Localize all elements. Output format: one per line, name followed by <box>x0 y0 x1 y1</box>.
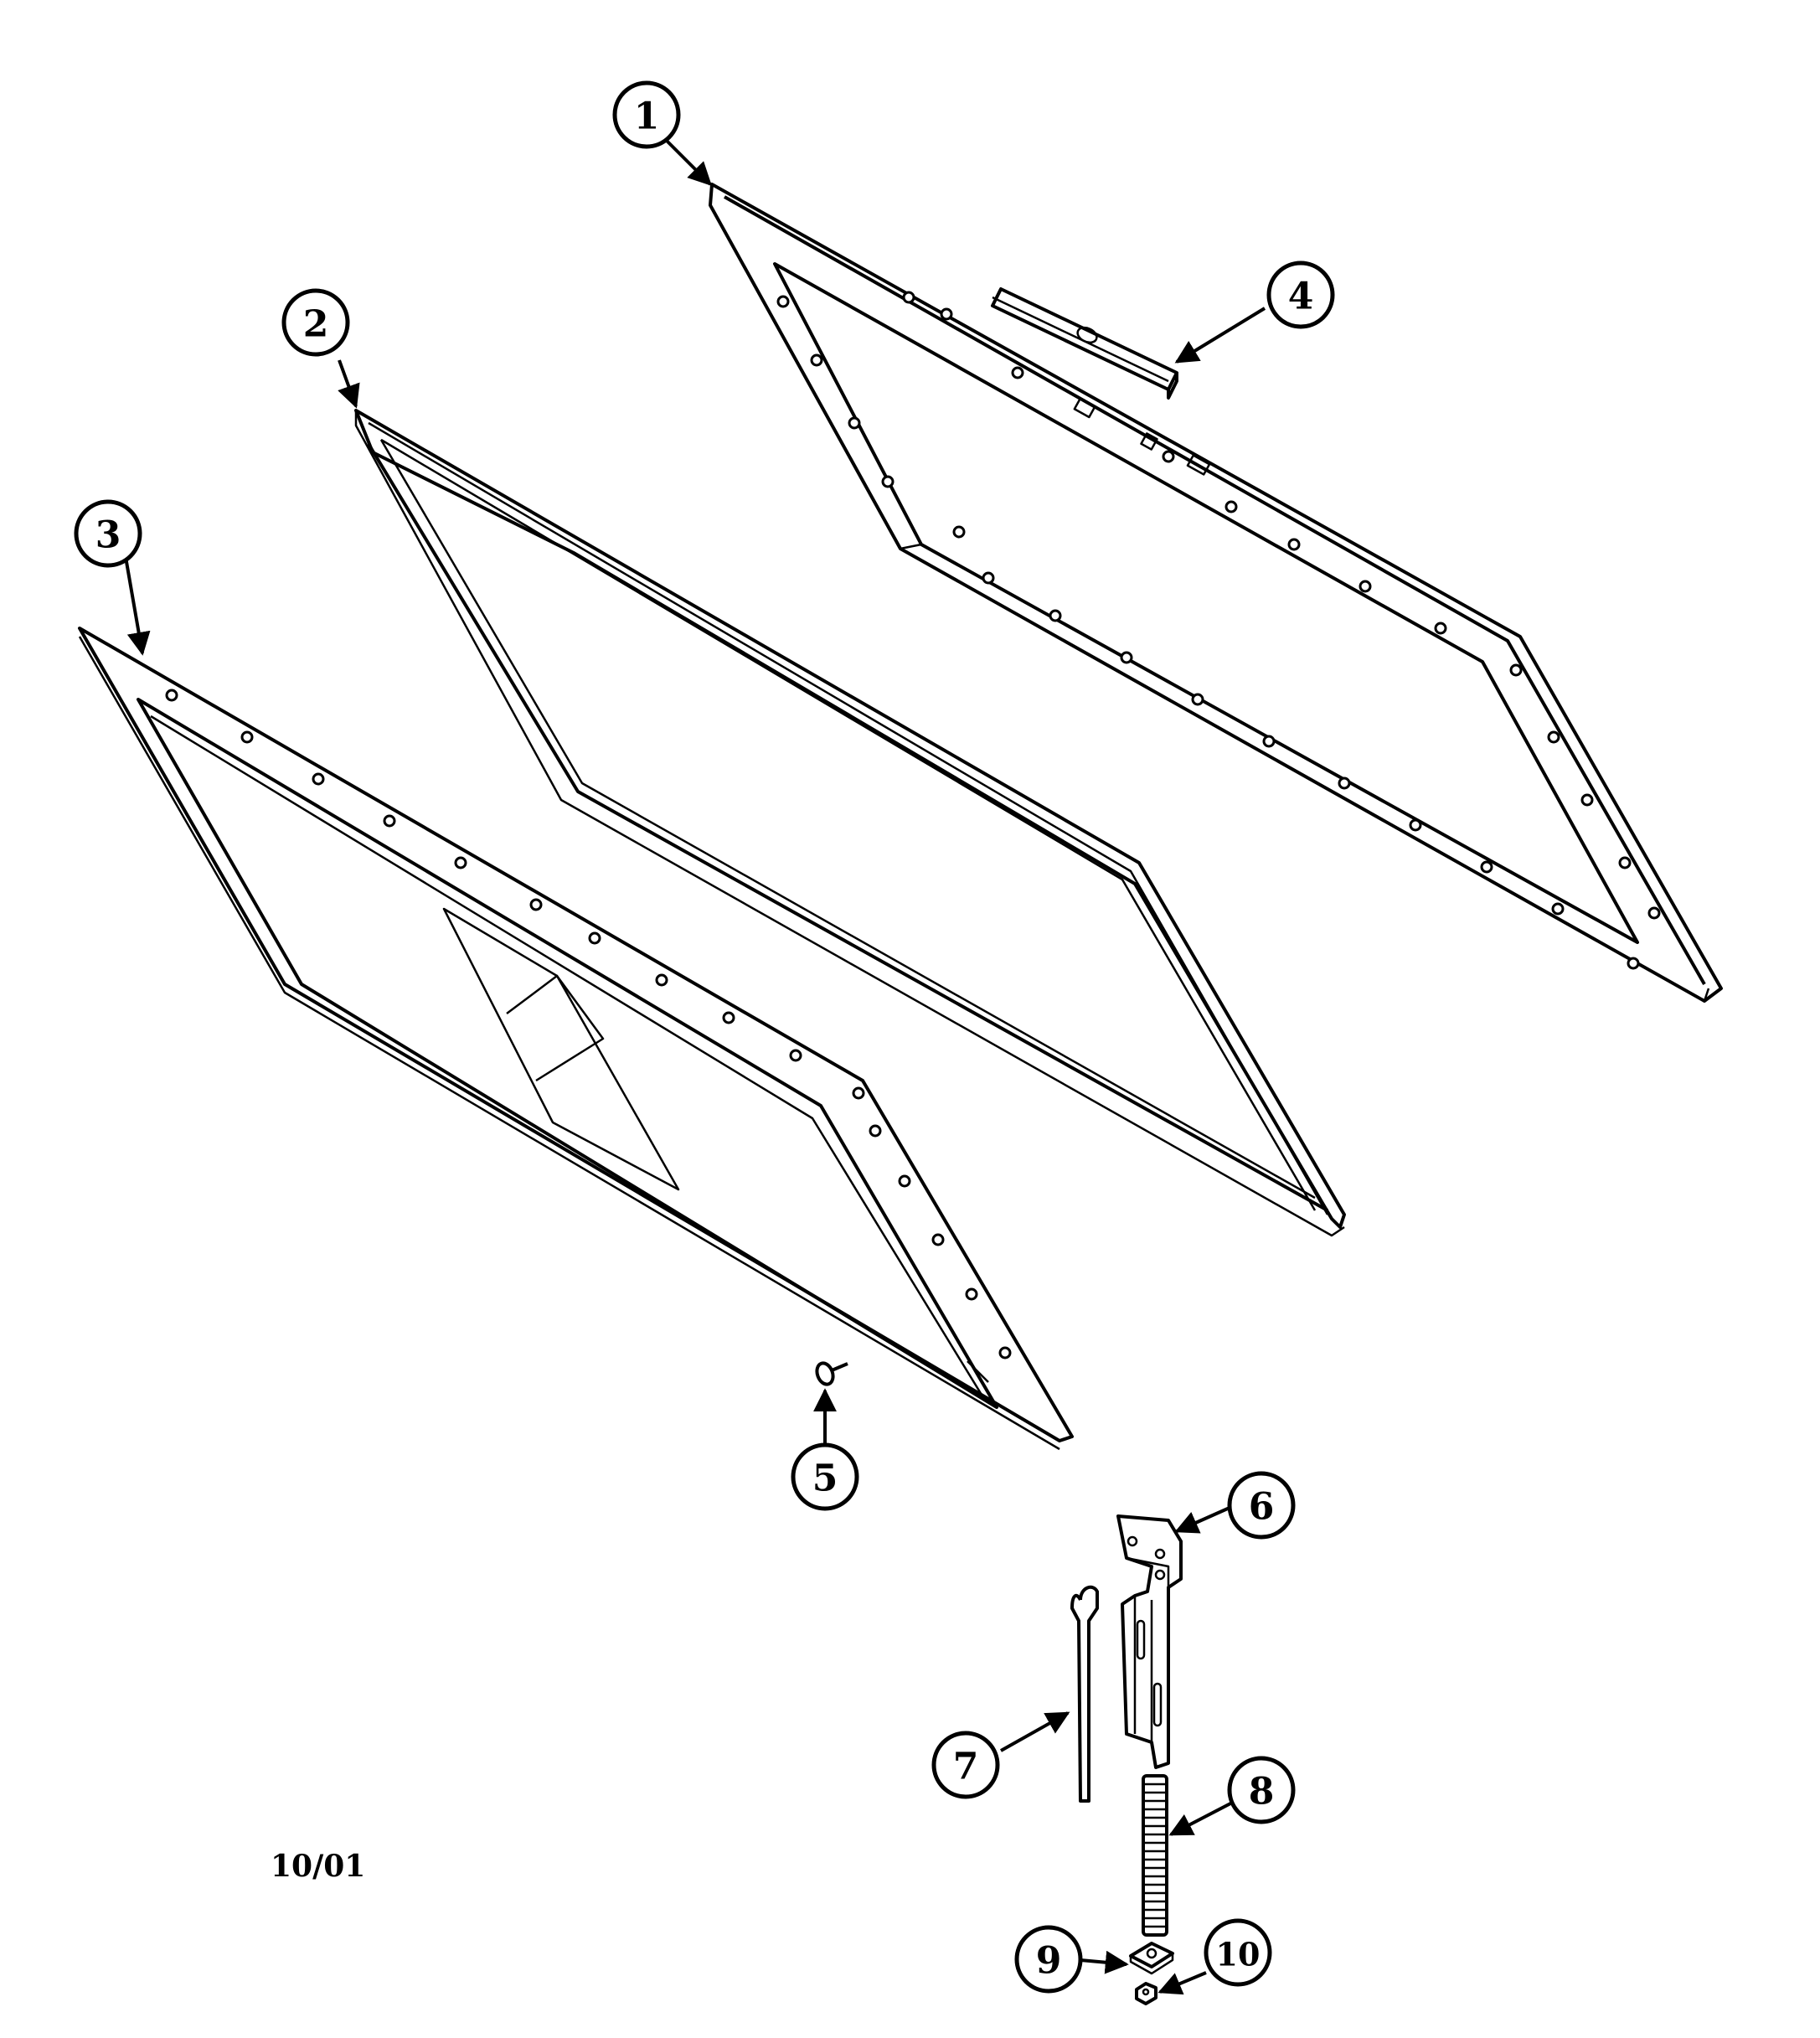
door-gasket-part-2 <box>354 409 1346 1237</box>
callout-10-label: 10 <box>1216 1936 1261 1974</box>
hinge-link-part-7 <box>1070 1585 1099 1803</box>
spring-part-8 <box>1142 1774 1168 1937</box>
callout-1: 1 <box>612 80 681 149</box>
callout-9-label: 9 <box>1036 1940 1062 1983</box>
hinge-part-6 <box>1116 1514 1183 1769</box>
bracket-part-4 <box>991 287 1178 400</box>
callout-5: 5 <box>791 1442 859 1511</box>
callout-2-label: 2 <box>303 303 329 346</box>
date-code: 10/01 <box>271 1849 365 1884</box>
leader-8 <box>1168 1799 1236 1836</box>
callout-8: 8 <box>1227 1756 1296 1824</box>
callout-7-label: 7 <box>953 1746 979 1788</box>
callout-2: 2 <box>281 288 350 357</box>
leader-6 <box>1174 1506 1230 1534</box>
leader-7 <box>1000 1711 1070 1752</box>
callout-6-label: 6 <box>1249 1486 1275 1529</box>
leader-3 <box>124 556 151 656</box>
callout-8-label: 8 <box>1249 1771 1275 1814</box>
callout-1-label: 1 <box>634 95 660 138</box>
callout-9: 9 <box>1014 1925 1083 1994</box>
callout-10: 10 <box>1204 1918 1272 1987</box>
leader-1 <box>660 134 712 186</box>
panel-3-holes <box>165 689 1012 1360</box>
leader-10 <box>1157 1971 1207 1995</box>
callout-4: 4 <box>1266 261 1335 329</box>
callout-3: 3 <box>74 499 142 568</box>
frame-1-slots <box>1073 397 1211 476</box>
leader-2 <box>338 359 360 409</box>
callout-4-label: 4 <box>1288 276 1314 318</box>
callout-6: 6 <box>1227 1471 1296 1540</box>
callout-7: 7 <box>931 1731 1000 1799</box>
leader-4 <box>1174 307 1266 364</box>
screw-part-5 <box>815 1361 848 1386</box>
spring-seat-part-9 <box>1129 1942 1174 1975</box>
leader-9 <box>1080 1950 1129 1974</box>
callout-5-label: 5 <box>812 1458 838 1500</box>
frame-1-holes <box>776 291 1661 970</box>
door-frame-part-1 <box>709 183 1723 1003</box>
inner-door-panel-part-3 <box>78 627 1074 1451</box>
nut-part-10 <box>1135 1982 1157 2005</box>
leader-arrows <box>124 134 1266 1995</box>
callout-3-label: 3 <box>95 514 121 557</box>
